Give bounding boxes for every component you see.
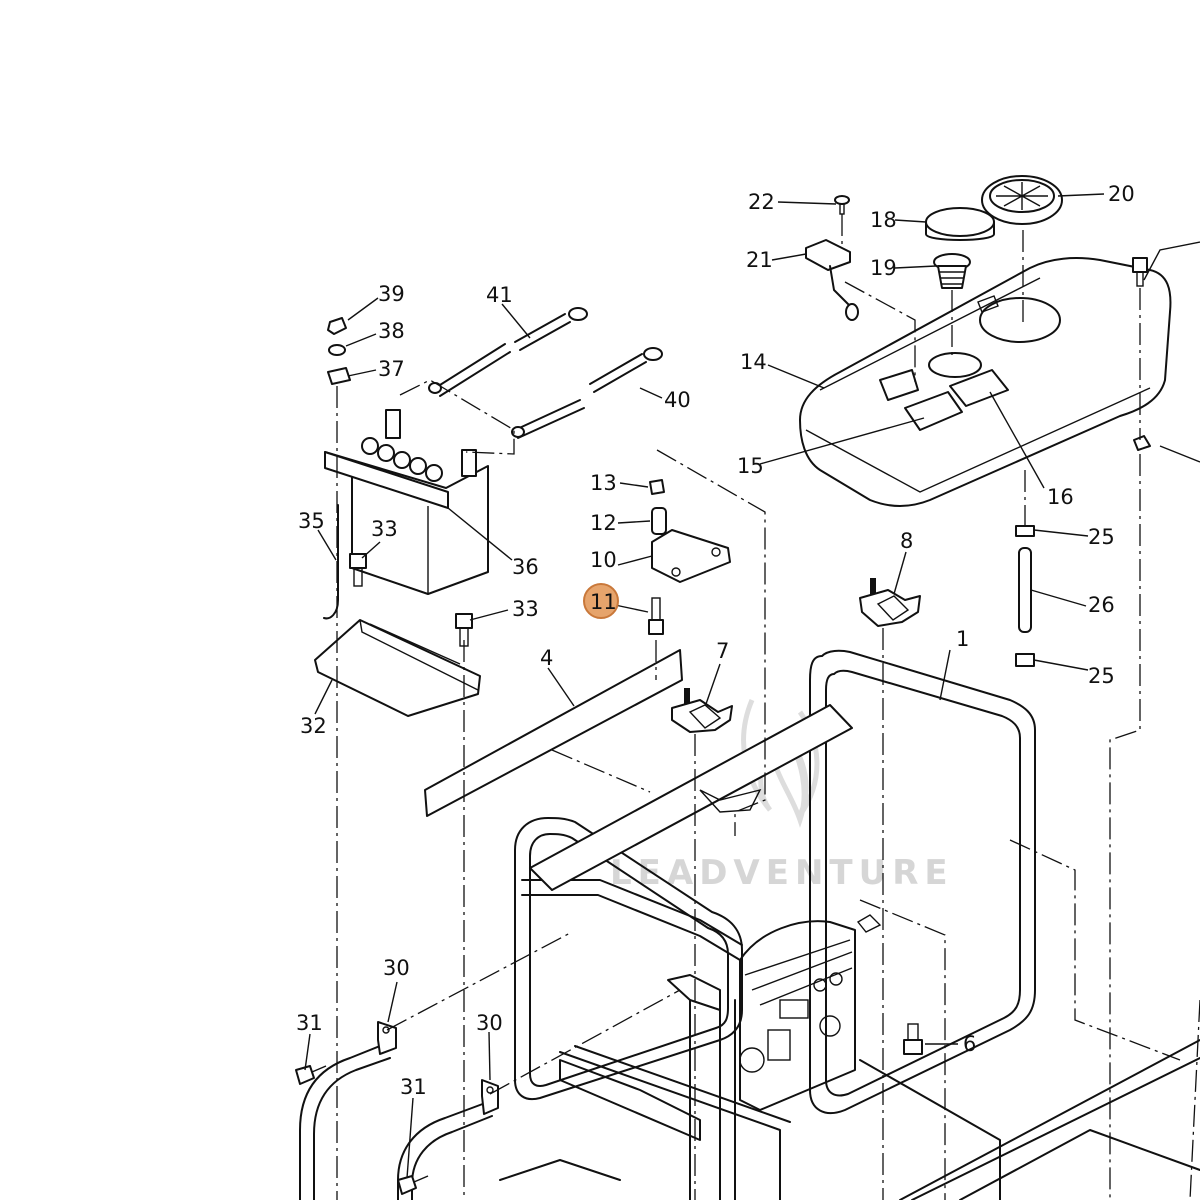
- mount-part-7: [671, 688, 733, 733]
- bolt-part-11: [648, 597, 664, 635]
- callout-26[interactable]: 26: [1088, 593, 1115, 617]
- callout-20[interactable]: 20: [1108, 182, 1135, 206]
- spacer-part-12: [651, 507, 667, 535]
- callout-30-left[interactable]: 30: [383, 956, 410, 980]
- callout-14[interactable]: 14: [740, 350, 767, 374]
- engine-block: [559, 920, 856, 1200]
- callout-11[interactable]: 11: [590, 590, 617, 614]
- callout-1[interactable]: 1: [956, 627, 969, 651]
- callout-41[interactable]: 41: [486, 283, 513, 307]
- washer-part-38: [328, 344, 346, 356]
- callout-labels: 1 4 6 7 8 10 11 12 13 14 15 16 18 19 20 …: [296, 182, 1135, 1099]
- bracket-part-10: [651, 529, 731, 583]
- callout-38[interactable]: 38: [378, 319, 405, 343]
- screw-part-22: [834, 195, 850, 215]
- callout-21[interactable]: 21: [746, 248, 773, 272]
- callout-18[interactable]: 18: [870, 208, 897, 232]
- bolt-part-31a: [295, 1065, 327, 1085]
- callout-25-upper[interactable]: 25: [1088, 525, 1115, 549]
- callout-33-upper[interactable]: 33: [371, 517, 398, 541]
- cable-part-41: [428, 307, 588, 397]
- callout-40[interactable]: 40: [664, 388, 691, 412]
- callout-7[interactable]: 7: [716, 639, 729, 663]
- callout-36[interactable]: 36: [512, 555, 539, 579]
- callout-10[interactable]: 10: [590, 548, 617, 572]
- callout-15[interactable]: 15: [737, 454, 764, 478]
- callout-8[interactable]: 8: [900, 529, 913, 553]
- callout-25-lower[interactable]: 25: [1088, 664, 1115, 688]
- fuel-cap-part-18: [925, 207, 995, 241]
- callout-31-right[interactable]: 31: [400, 1075, 427, 1099]
- highlight-marker[interactable]: [583, 583, 619, 619]
- callout-22[interactable]: 22: [748, 190, 775, 214]
- watermark: LEADVENTURE: [610, 699, 954, 893]
- callout-13[interactable]: 13: [590, 471, 617, 495]
- callout-12[interactable]: 12: [590, 511, 617, 535]
- nut-part-13: [649, 479, 665, 495]
- strip-part-4: [424, 649, 853, 891]
- bracket-part-30b: [481, 1079, 499, 1115]
- mount-part-8: [859, 578, 921, 627]
- callout-30-right[interactable]: 30: [476, 1011, 503, 1035]
- rod-part-35: [323, 504, 339, 620]
- callout-31-left[interactable]: 31: [296, 1011, 323, 1035]
- callout-32[interactable]: 32: [300, 714, 327, 738]
- battery-tray-part-32: [314, 619, 481, 717]
- callout-35[interactable]: 35: [298, 509, 325, 533]
- bolt-upper-right: [1132, 257, 1151, 451]
- watermark-text: LEADVENTURE: [610, 853, 954, 893]
- callout-16[interactable]: 16: [1047, 485, 1074, 509]
- callout-39[interactable]: 39: [378, 282, 405, 306]
- strainer-part-19: [933, 253, 971, 289]
- callout-6[interactable]: 6: [963, 1032, 976, 1056]
- clamp-part-25a: [1015, 525, 1035, 537]
- leader-lines: [304, 193, 1200, 1179]
- fuel-tank-part-14: [799, 257, 1172, 507]
- hose-part-26: [1018, 547, 1032, 633]
- fuel-gauge-part-20: [981, 175, 1063, 225]
- callout-37[interactable]: 37: [378, 357, 405, 381]
- callout-4[interactable]: 4: [540, 646, 553, 670]
- clamp-part-25b: [1015, 653, 1035, 667]
- callout-19[interactable]: 19: [870, 256, 897, 280]
- callout-33-lower[interactable]: 33: [512, 597, 539, 621]
- frame-part-1: [299, 649, 1200, 1200]
- assembly-lines: [336, 214, 1200, 1200]
- clip-part-37: [327, 367, 351, 385]
- cable-part-40: [511, 347, 663, 439]
- bolt-part-6: [856, 914, 923, 1055]
- sensor-part-21: [805, 239, 859, 321]
- nut-part-39: [327, 317, 347, 335]
